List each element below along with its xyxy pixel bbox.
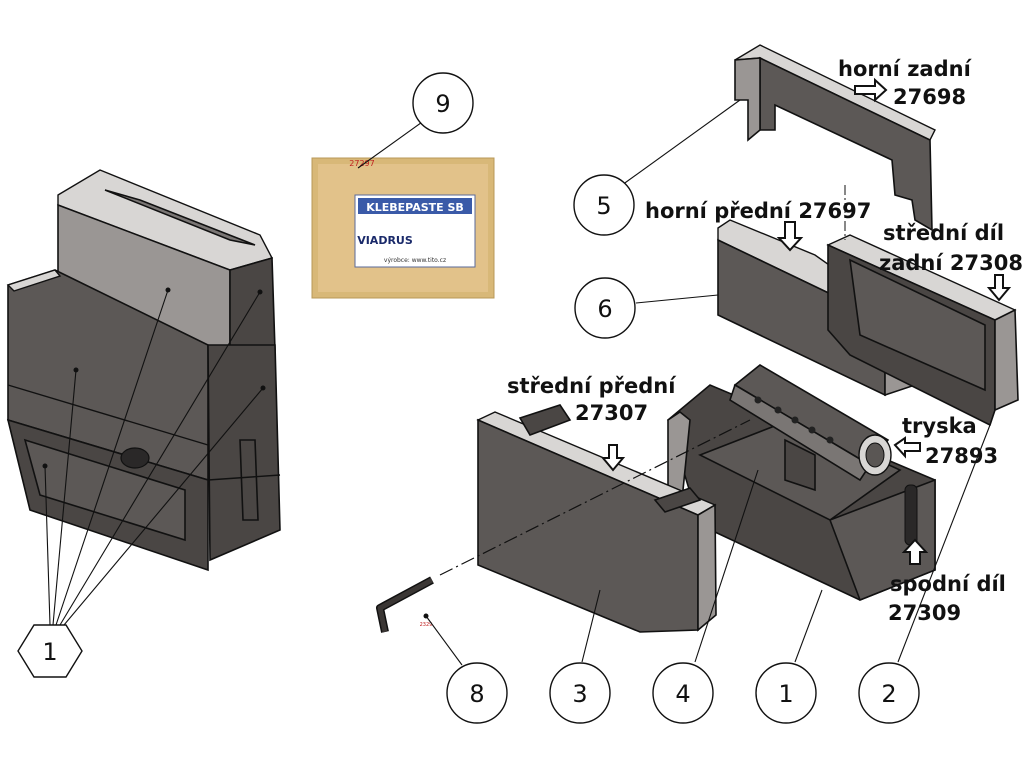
package-line1: výrobce: www.tito.cz: [384, 257, 446, 264]
label-middle-front-2: 27307: [575, 401, 648, 425]
package-brand: VIADRUS: [357, 234, 413, 247]
callout-1-circle: [755, 662, 817, 724]
package-code: 27297: [349, 159, 374, 168]
allen-key: 2329: [376, 576, 434, 633]
callout-5: 5: [596, 192, 611, 220]
callout-2: 2: [881, 680, 896, 708]
callout-4-circle: [652, 662, 714, 724]
label-middle-rear-2: zadní 27308: [879, 251, 1023, 275]
label-upper-rear: horní zadní: [838, 57, 973, 81]
label-upper-rear-code: 27698: [893, 85, 966, 109]
label-nozzle-1: tryska: [902, 414, 977, 438]
callout-4: 4: [675, 680, 690, 708]
callout-1-bottom: 1: [778, 680, 793, 708]
callout-9: 9: [435, 90, 450, 118]
callout-1-left: 1: [42, 638, 57, 666]
callout-5-circle: [573, 174, 635, 236]
callout-8: 8: [469, 680, 484, 708]
label-bottom-1: spodní díl: [890, 572, 1006, 596]
package-title: KLEBEPASTE SB: [366, 201, 464, 214]
key-mark: 2329: [420, 622, 433, 628]
label-upper-front: horní přední 27697: [645, 199, 871, 223]
callout-2-circle: [858, 662, 920, 724]
middle-rear-part: [826, 234, 1019, 427]
callout-3: 3: [572, 680, 587, 708]
callout-hexagon-1: [17, 624, 83, 678]
callout-6-circle: [574, 277, 636, 339]
upper-rear-part: [734, 44, 936, 232]
nozzle-part: [729, 364, 892, 492]
label-bottom-2: 27309: [888, 601, 961, 625]
callout-3-circle: [549, 662, 611, 724]
callout-9-circle: [412, 72, 474, 134]
leaders-left: [44, 289, 264, 626]
assembled-block: [6, 169, 281, 572]
label-middle-rear-1: střední díl: [883, 221, 1004, 245]
label-nozzle-2: 27893: [925, 444, 998, 468]
middle-front-part: [476, 404, 717, 633]
label-middle-front-1: střední přední: [507, 374, 677, 398]
callout-8-circle: [446, 662, 508, 724]
adhesive-paste-package: KLEBEPASTE SB VIADRUS výrobce: www.tito.…: [311, 157, 495, 299]
callout-6: 6: [597, 295, 612, 323]
